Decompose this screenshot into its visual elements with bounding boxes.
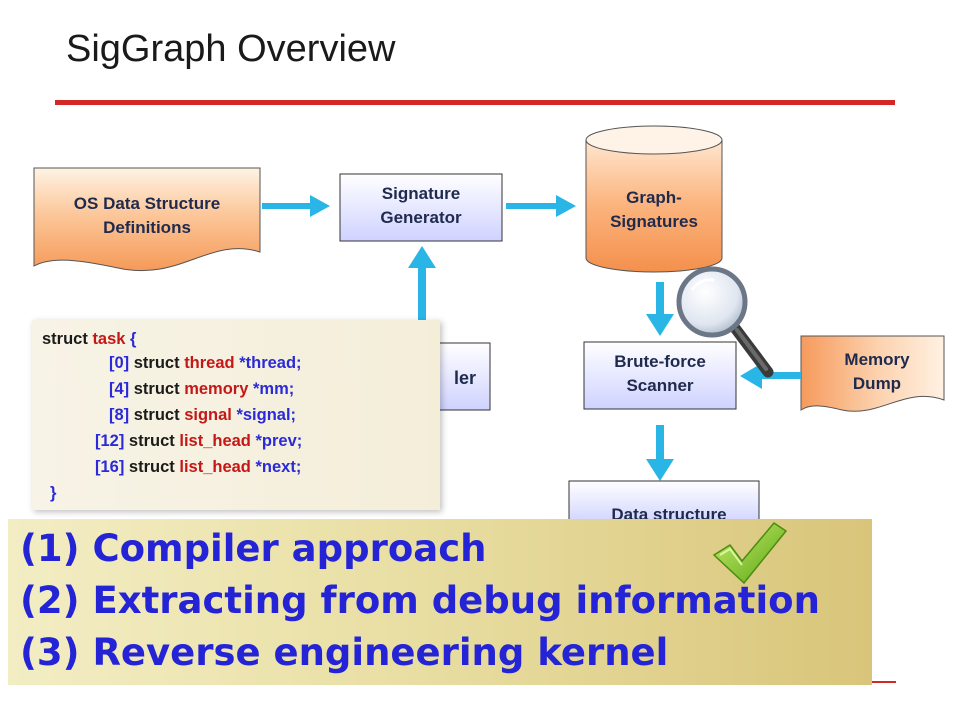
approach-2: (2) Extracting from debug information <box>20 579 820 622</box>
os-definitions-doc-shape <box>33 167 261 272</box>
arrow-generator-to-signatures <box>506 195 576 217</box>
code-token: *prev; <box>250 432 303 450</box>
signature-generator-box <box>339 173 503 242</box>
arrow-signatures-to-scanner <box>646 282 674 336</box>
graph-signatures-cylinder <box>585 125 723 273</box>
brute-force-line2: Scanner <box>626 376 694 395</box>
code-line-2: [0] struct thread *thread; <box>109 354 302 373</box>
code-token: thread <box>184 354 235 372</box>
arrow-memdump-to-scanner <box>740 363 801 389</box>
memory-dump-line1: Memory <box>844 350 910 369</box>
code-token: struct <box>129 406 185 424</box>
code-token: struct <box>124 458 180 476</box>
code-token: memory <box>184 380 249 398</box>
os-definitions-line2: Definitions <box>103 218 191 237</box>
code-token: struct <box>42 330 93 348</box>
code-token: { <box>125 330 137 348</box>
code-token: [16] <box>95 458 125 476</box>
magnifier-icon <box>676 266 774 378</box>
graph-signatures-line1: Graph- <box>626 188 682 207</box>
graph-signatures-line2: Signatures <box>610 212 698 231</box>
code-line-1: struct task { <box>42 330 136 349</box>
signature-generator-line1: Signature <box>381 184 461 203</box>
code-token: [12] <box>95 432 125 450</box>
code-line-3: [4] struct memory *mm; <box>109 380 294 399</box>
code-token: *signal; <box>231 406 297 424</box>
brute-force-scanner-label: Brute-force Scanner <box>584 350 736 398</box>
code-token: struct <box>124 432 180 450</box>
page-title: SigGraph Overview <box>66 28 396 70</box>
arrow-defs-to-generator <box>262 195 330 217</box>
code-token: list_head <box>179 458 251 476</box>
code-line-5: [12] struct list_head *prev; <box>95 432 302 451</box>
approaches-banner: (1) Compiler approach (2) Extracting fro… <box>8 519 872 685</box>
code-line-6: [16] struct list_head *next; <box>95 458 301 477</box>
title-divider <box>55 100 895 105</box>
arrow-compiler-to-generator <box>408 246 436 326</box>
brute-force-scanner-box <box>583 341 737 410</box>
checkmark-icon <box>712 522 788 585</box>
code-token: struct <box>129 354 185 372</box>
code-token: [4] <box>109 380 130 398</box>
code-token: [0] <box>109 354 130 372</box>
approach-3: (3) Reverse engineering kernel <box>20 631 669 674</box>
os-definitions-label: OS Data Structure Definitions <box>34 192 260 240</box>
brute-force-line1: Brute-force <box>614 352 706 371</box>
code-line-4: [8] struct signal *signal; <box>109 406 296 425</box>
approach-1: (1) Compiler approach <box>20 527 487 570</box>
memory-dump-line2: Dump <box>852 374 902 393</box>
struct-code-panel: struct task { [0] struct thread *thread;… <box>32 320 440 510</box>
code-token: *next; <box>250 458 302 476</box>
data-structure-box <box>568 480 760 526</box>
code-token: *mm; <box>248 380 295 398</box>
graph-signatures-label: Graph- Signatures <box>586 186 722 234</box>
memory-dump-label: Memory Dump <box>812 348 942 396</box>
code-token: list_head <box>179 432 251 450</box>
compiler-label: ler <box>453 368 477 388</box>
code-token: *thread; <box>234 354 302 372</box>
footer-divider <box>872 681 896 683</box>
code-token: struct <box>129 380 185 398</box>
arrow-scanner-to-datastructure <box>646 425 674 481</box>
signature-generator-line2: Generator <box>380 208 462 227</box>
code-token: [8] <box>109 406 130 424</box>
code-token: task <box>92 330 126 348</box>
code-token: signal <box>184 406 232 424</box>
memory-dump-doc-shape <box>800 335 945 412</box>
signature-generator-label: Signature Generator <box>340 182 502 230</box>
code-line-7: } <box>50 484 57 502</box>
os-definitions-line1: OS Data Structure <box>73 194 221 213</box>
